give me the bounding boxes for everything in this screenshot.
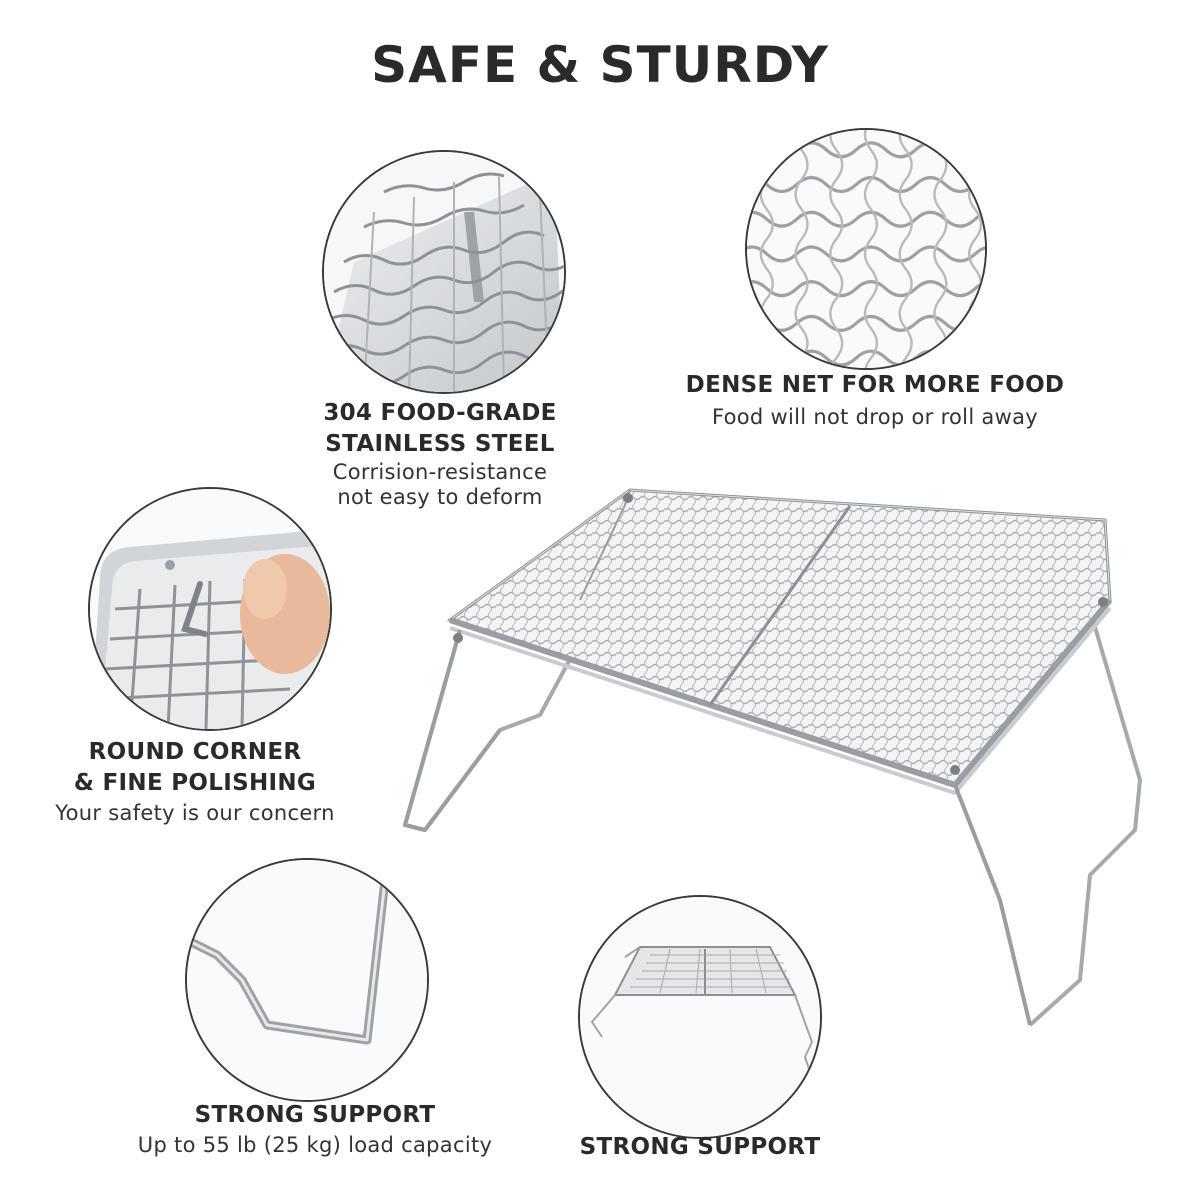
page-title: SAFE & STURDY	[371, 36, 829, 94]
steel-mesh-illustration	[324, 152, 564, 392]
feature-heading: 304 FOOD-GRADE	[323, 400, 557, 426]
feature-heading: STRONG SUPPORT	[579, 1134, 821, 1160]
feature-subtext: Up to 55 lb (25 kg) load capacity	[137, 1133, 493, 1157]
feature-heading: STRONG SUPPORT	[194, 1102, 436, 1128]
feature-strong-support-load: STRONG SUPPORT Up to 55 lb (25 kg) load …	[110, 1100, 520, 1158]
leg-illustration	[187, 860, 427, 1100]
feature-heading: ROUND CORNER	[88, 739, 302, 765]
feature-heading: & FINE POLISHING	[73, 770, 317, 796]
feature-round-corner: ROUND CORNER & FINE POLISHING Your safet…	[30, 737, 360, 826]
dense-net-closeup-image	[745, 128, 987, 370]
grill-rack-product-image	[403, 488, 1142, 1027]
feature-heading: STAINLESS STEEL	[325, 431, 555, 457]
corner-hook-illustration	[90, 489, 330, 729]
feature-subtext: not easy to deform	[337, 485, 543, 509]
feature-subtext: Food will not drop or roll away	[712, 405, 1038, 429]
feature-heading: DENSE NET FOR MORE FOOD	[685, 372, 1065, 398]
dense-mesh-illustration	[747, 130, 985, 368]
steel-closeup-image	[322, 150, 566, 394]
feature-subtext: Corrision-resistance	[332, 460, 548, 484]
product-thumbnail-image	[578, 895, 822, 1139]
feature-subtext: Your safety is our concern	[55, 801, 335, 825]
mini-grill-illustration	[580, 897, 820, 1137]
feature-strong-support: STRONG SUPPORT	[560, 1132, 840, 1163]
leg-closeup-image	[185, 858, 429, 1102]
feature-dense-net: DENSE NET FOR MORE FOOD Food will not dr…	[640, 370, 1110, 430]
round-corner-closeup-image	[88, 487, 332, 731]
feature-stainless-steel: 304 FOOD-GRADE STAINLESS STEEL Corrision…	[290, 398, 590, 510]
